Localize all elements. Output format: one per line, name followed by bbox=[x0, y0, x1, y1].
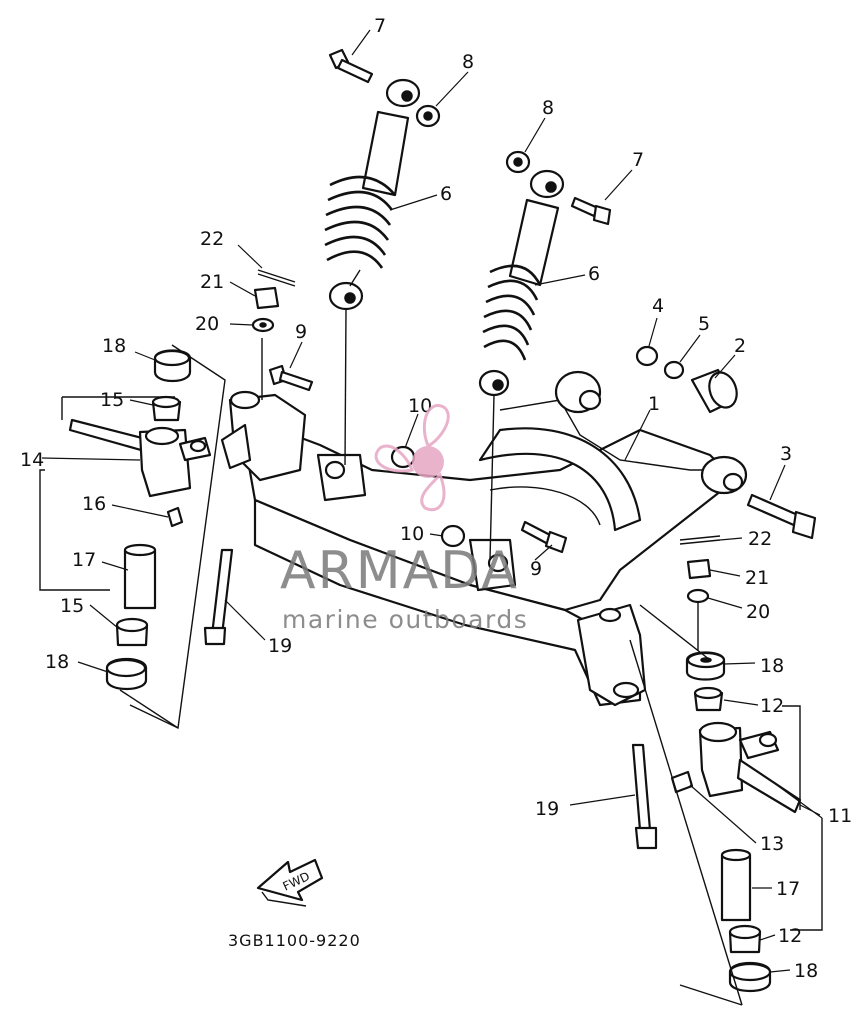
callout-3: 3 bbox=[780, 443, 792, 465]
collar-15-left-bottom bbox=[115, 617, 149, 647]
collar-15-left-top bbox=[151, 395, 182, 422]
callout-17-left: 17 bbox=[72, 549, 96, 571]
bushing-18-left-bottom bbox=[105, 657, 148, 691]
callout-13: 13 bbox=[760, 833, 784, 855]
shock-absorber-right bbox=[478, 169, 565, 397]
callout-15-left-top: 15 bbox=[100, 389, 124, 411]
washer-20-left bbox=[251, 317, 275, 333]
bolt-3 bbox=[746, 493, 817, 540]
collar-17-left bbox=[123, 543, 157, 610]
bolt-9-right bbox=[520, 520, 568, 554]
shock-absorber-left bbox=[324, 78, 421, 311]
callout-15-left-bottom: 15 bbox=[60, 595, 84, 617]
castle-nut-21-right bbox=[686, 558, 712, 580]
callout-7-left: 7 bbox=[374, 15, 386, 37]
callout-21-left: 21 bbox=[200, 271, 224, 293]
cotter-pin-22-left bbox=[257, 269, 296, 287]
bolt-7-left bbox=[328, 48, 374, 84]
callout-9-right: 9 bbox=[530, 558, 542, 580]
callout-8-right: 8 bbox=[542, 97, 554, 119]
leader-lines bbox=[41, 29, 823, 973]
left-assembly-brackets bbox=[39, 344, 226, 730]
callout-14: 14 bbox=[20, 449, 44, 471]
callout-1: 1 bbox=[648, 393, 660, 415]
cotter-pin-22-right bbox=[679, 535, 721, 545]
fwd-direction-arrow: FWD bbox=[256, 858, 324, 907]
callout-16: 16 bbox=[82, 493, 106, 515]
drawing-code: 3GB1100-9220 bbox=[228, 931, 361, 950]
kingpin-bolt-19-left bbox=[203, 548, 234, 646]
right-assembly-brackets bbox=[629, 604, 823, 1006]
callout-18-left-top: 18 bbox=[102, 335, 126, 357]
callout-10-lower: 10 bbox=[400, 523, 424, 545]
callout-6-right: 6 bbox=[588, 263, 600, 285]
collar-17-right bbox=[720, 848, 752, 922]
callout-20-right: 20 bbox=[746, 601, 770, 623]
callout-20-left: 20 bbox=[195, 313, 219, 335]
callout-22-right: 22 bbox=[748, 528, 772, 550]
callout-12-right-bottom: 12 bbox=[778, 925, 802, 947]
washer-5 bbox=[663, 360, 685, 380]
callout-4: 4 bbox=[652, 295, 664, 317]
watermark: ARMADA marine outboards bbox=[280, 404, 528, 634]
callout-7-right: 7 bbox=[632, 149, 644, 171]
bushing-18-left-top bbox=[153, 349, 192, 383]
callout-19-right: 19 bbox=[535, 798, 559, 820]
callout-18-right-top: 18 bbox=[760, 655, 784, 677]
callout-10-upper: 10 bbox=[408, 395, 432, 417]
callout-22-left: 22 bbox=[200, 228, 224, 250]
callout-8-left: 8 bbox=[462, 51, 474, 73]
knuckle-14 bbox=[68, 418, 212, 498]
castle-nut-21-left bbox=[253, 286, 280, 310]
collar-12-right-top bbox=[693, 686, 724, 712]
nut-8-right bbox=[505, 150, 531, 174]
nut-8-left bbox=[415, 104, 441, 128]
callout-6-left: 6 bbox=[440, 183, 452, 205]
bushing-2 bbox=[690, 368, 738, 414]
bushing-18-right-top bbox=[685, 651, 726, 681]
propeller-logo-icon bbox=[374, 404, 450, 512]
watermark-tagline: marine outboards bbox=[282, 605, 528, 634]
knuckle-11 bbox=[698, 721, 802, 814]
callout-9-left: 9 bbox=[295, 321, 307, 343]
main-frame bbox=[220, 370, 748, 707]
callout-21-right: 21 bbox=[745, 567, 769, 589]
bolt-9-left bbox=[268, 364, 314, 392]
assembly-guide-lines bbox=[261, 309, 699, 650]
callout-19-left: 19 bbox=[268, 635, 292, 657]
bushing-18-right-bottom bbox=[728, 961, 772, 993]
callout-17-right: 17 bbox=[776, 878, 800, 900]
callout-12-right-top: 12 bbox=[760, 695, 784, 717]
washer-20-right bbox=[686, 588, 710, 604]
nut-4 bbox=[635, 345, 659, 367]
kingpin-bolt-19-right bbox=[631, 743, 658, 850]
callout-5: 5 bbox=[698, 313, 710, 335]
callout-18-left-bottom: 18 bbox=[45, 651, 69, 673]
collar-12-right-bottom bbox=[728, 924, 762, 954]
callout-labels: 7 8 8 7 6 6 22 21 20 9 18 15 10 14 16 17… bbox=[20, 15, 852, 982]
callout-18-right-bottom: 18 bbox=[794, 960, 818, 982]
callout-11: 11 bbox=[828, 805, 852, 827]
grease-nipple-16 bbox=[166, 506, 184, 528]
watermark-brand: ARMADA bbox=[280, 541, 519, 601]
bolt-7-right bbox=[570, 196, 612, 226]
callout-2: 2 bbox=[734, 335, 746, 357]
